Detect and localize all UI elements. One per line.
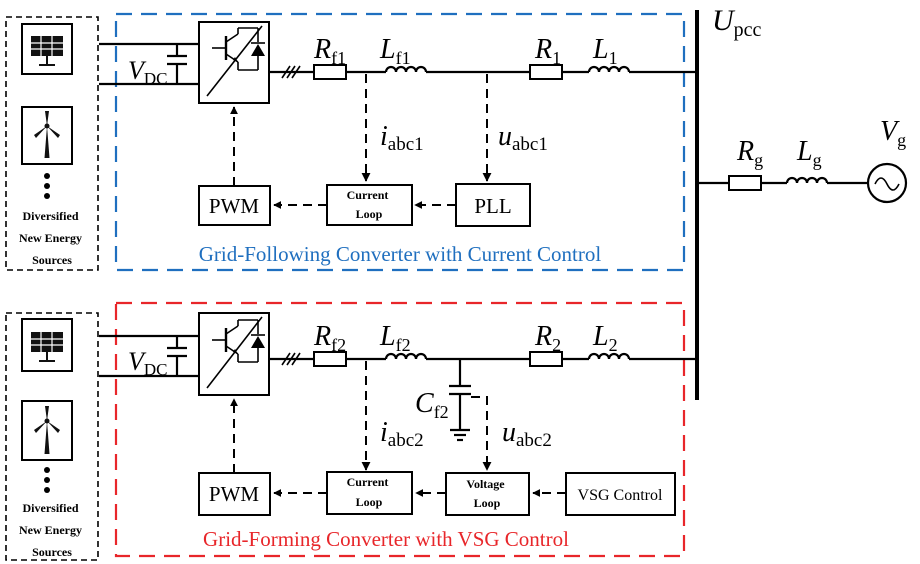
inductor-icon: [587, 352, 631, 360]
cf2-label: Cf2: [415, 388, 449, 422]
solar-panel-icon: [21, 23, 73, 75]
energy-source-panel: [5, 16, 99, 271]
energy-source-panel: [5, 312, 99, 561]
pwm-block: [198, 472, 271, 516]
vsg-control-block: [565, 472, 676, 516]
vsg-control-label: VSG Control: [578, 487, 663, 504]
pwm-label: PWM: [209, 194, 260, 218]
wind-turbine-icon: [21, 106, 73, 165]
pll-label: PLL: [474, 194, 511, 218]
current-loop-block: [326, 184, 413, 226]
filter-capacitor: [449, 359, 471, 430]
grid-following-frame: [114, 12, 686, 272]
voltage-measurement-signal: [471, 396, 492, 471]
r2-label: R2: [534, 321, 561, 355]
voltage-loop-block: [445, 472, 530, 516]
uabc1-label: uabc1: [498, 121, 548, 155]
inductor-icon: [384, 65, 428, 73]
lg-label: Lg: [796, 136, 822, 170]
lf1-label: Lf1: [379, 34, 411, 68]
pcc-and-grid: Upcc Rg Lg Vg: [695, 4, 908, 400]
resistor-icon: [728, 175, 762, 191]
source-caption: Diversified New Energy Sources: [19, 209, 85, 267]
voltage-loop-label: Voltage Loop: [466, 477, 507, 510]
r1-label: R1: [534, 34, 561, 68]
grid-forming-frame: [114, 301, 686, 558]
grid-forming-caption: Grid-Forming Converter with VSG Control: [203, 527, 569, 551]
l1-label: L1: [592, 34, 618, 68]
wind-turbine-icon: [21, 400, 73, 461]
rf1-label: Rf1: [313, 34, 346, 68]
vdc-label: VDC: [128, 347, 168, 379]
inductor-icon: [384, 352, 428, 360]
three-phase-marker: [281, 352, 301, 366]
rg-label: Rg: [736, 136, 763, 170]
inductor-icon: [785, 176, 829, 184]
current-loop-block: [326, 471, 413, 515]
grid-following-caption: Grid-Following Converter with Current Co…: [199, 242, 602, 266]
upcc-label: Upcc: [712, 4, 762, 41]
more-sources-ellipsis: [44, 467, 50, 493]
pwm-block: [198, 185, 271, 226]
rf2-label: Rf2: [313, 321, 346, 355]
more-sources-ellipsis: [44, 173, 50, 199]
vg-label: Vg: [880, 116, 906, 150]
ac-source-icon: [866, 162, 908, 204]
grid-following-converter: Diversified New Energy Sources VDC: [5, 12, 697, 272]
current-loop-label: Current Loop: [347, 475, 392, 509]
igbt-switch-icon: [198, 312, 270, 396]
solar-panel-icon: [21, 318, 73, 372]
lf2-label: Lf2: [379, 321, 411, 355]
dc-capacitor: [167, 44, 187, 84]
current-loop-label: Current Loop: [347, 188, 392, 221]
igbt-switch-icon: [198, 21, 270, 104]
inductor-icon: [587, 65, 631, 73]
iabc2-label: iabc2: [380, 417, 424, 451]
ground-icon: [450, 428, 470, 442]
grid-forming-converter: Diversified New Energy Sources VDC: [5, 301, 697, 561]
dc-capacitor: [167, 336, 187, 376]
source-caption: Diversified New Energy Sources: [19, 501, 85, 559]
three-phase-marker: [281, 65, 301, 79]
iabc1-label: iabc1: [380, 121, 424, 155]
vdc-label: VDC: [128, 56, 168, 88]
uabc2-label: uabc2: [502, 417, 552, 451]
pwm-label: PWM: [209, 482, 260, 506]
l2-label: L2: [592, 321, 618, 355]
pll-block: [455, 183, 531, 227]
